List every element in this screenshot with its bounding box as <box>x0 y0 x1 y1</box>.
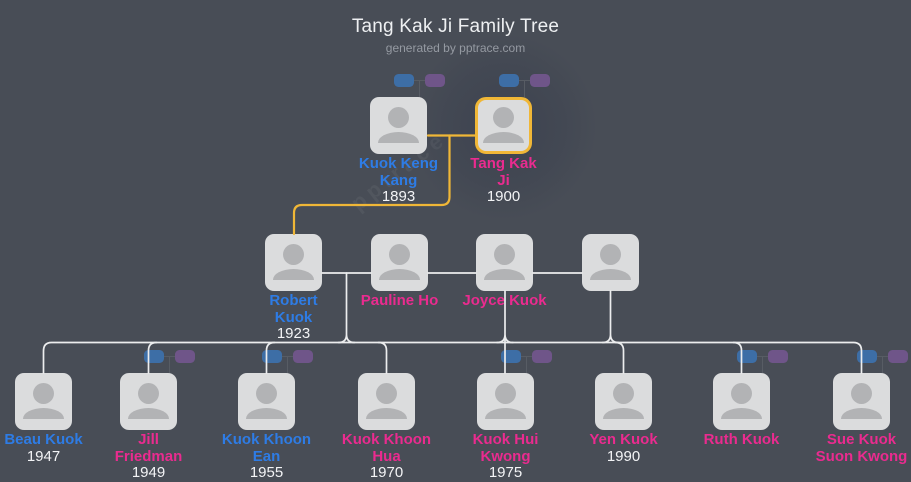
person-name: Sue Kuok <box>826 431 897 448</box>
person-name: Beau Kuok <box>4 431 83 448</box>
person-name: Ean <box>252 447 281 465</box>
person-name: Kuok Khoon <box>341 431 432 448</box>
person-name: Kuok Khoon <box>221 431 312 448</box>
person-name: Ruth Kuok <box>703 431 780 448</box>
person-card[interactable] <box>120 373 177 430</box>
parents-connector-line <box>168 356 171 373</box>
person-name: Joyce Kuok <box>462 292 547 309</box>
person-card[interactable] <box>475 97 532 154</box>
father-pill-icon[interactable] <box>394 74 414 87</box>
mother-pill-icon[interactable] <box>888 350 908 363</box>
person-name: Kwong <box>480 447 531 465</box>
person-card[interactable] <box>370 97 427 154</box>
mother-pill-icon[interactable] <box>768 350 788 363</box>
child-drop-lines <box>147 341 743 374</box>
person-birth-year: 1990 <box>606 447 641 465</box>
collapsed-parents-indicator[interactable] <box>737 350 788 373</box>
person-name: Pauline Ho <box>360 292 439 309</box>
person-card[interactable] <box>15 373 72 430</box>
collapsed-parents-indicator[interactable] <box>394 74 445 97</box>
collapsed-parents-indicator[interactable] <box>144 350 195 373</box>
person-name: Kuok Hui <box>472 431 539 448</box>
mother-pill-icon[interactable] <box>425 74 445 87</box>
person-label: Ruth Kuok <box>677 431 807 449</box>
person-birth-year: 1970 <box>369 464 404 481</box>
person-card[interactable] <box>358 373 415 430</box>
person-name: Tang Kak <box>470 155 537 172</box>
person-label: Joyce Kuok <box>440 292 570 310</box>
collapsed-parents-indicator[interactable] <box>499 74 550 97</box>
person-card[interactable] <box>477 373 534 430</box>
collapsed-parents-indicator[interactable] <box>501 350 552 373</box>
person-card[interactable] <box>238 373 295 430</box>
mother-pill-icon[interactable] <box>175 350 195 363</box>
person-name: Friedman <box>114 447 183 465</box>
person-birth-year: 1900 <box>486 188 521 205</box>
person-card[interactable] <box>595 373 652 430</box>
person-name: Yen Kuok <box>589 431 658 448</box>
parents-connector-line <box>523 80 526 97</box>
person-name: Ji <box>497 171 510 189</box>
person-birth-year: 1975 <box>488 464 523 481</box>
page-title: Tang Kak Ji Family Tree <box>351 16 560 37</box>
person-name: Robert <box>269 292 318 309</box>
person-card[interactable] <box>833 373 890 430</box>
father-pill-icon[interactable] <box>499 74 519 87</box>
father-pill-icon[interactable] <box>262 350 282 363</box>
person-name: Jill <box>138 431 159 448</box>
person-name: Hua <box>372 447 401 465</box>
mother-pill-icon[interactable] <box>530 74 550 87</box>
father-pill-icon[interactable] <box>144 350 164 363</box>
collapsed-parents-indicator[interactable] <box>857 350 908 373</box>
person-card[interactable] <box>713 373 770 430</box>
father-pill-icon[interactable] <box>501 350 521 363</box>
collapsed-parents-indicator[interactable] <box>262 350 313 373</box>
parents-connector-line <box>761 356 764 373</box>
parents-connector-line <box>418 80 421 97</box>
parents-connector-line <box>525 356 528 373</box>
person-card[interactable] <box>582 234 639 291</box>
header: Tang Kak Ji Family Tree generated by ppt… <box>0 0 911 55</box>
page-subtitle: generated by pptrace.com <box>385 41 526 55</box>
fourth-card-children-feed <box>601 290 620 344</box>
person-card[interactable] <box>265 234 322 291</box>
person-name: Kuok <box>274 308 313 326</box>
parents-connector-line <box>881 356 884 373</box>
person-card[interactable] <box>371 234 428 291</box>
person-label: Pauline Ho <box>335 292 465 310</box>
parents-connector-line <box>286 356 289 373</box>
person-card[interactable] <box>476 234 533 291</box>
person-name: Suon Kwong <box>815 447 908 465</box>
mother-pill-icon[interactable] <box>293 350 313 363</box>
father-pill-icon[interactable] <box>857 350 877 363</box>
person-birth-year: 1947 <box>26 447 61 465</box>
person-birth-year: 1949 <box>131 464 166 481</box>
person-birth-year: 1955 <box>249 464 284 481</box>
mother-pill-icon[interactable] <box>532 350 552 363</box>
person-birth-year: 1923 <box>276 325 311 342</box>
father-pill-icon[interactable] <box>737 350 757 363</box>
